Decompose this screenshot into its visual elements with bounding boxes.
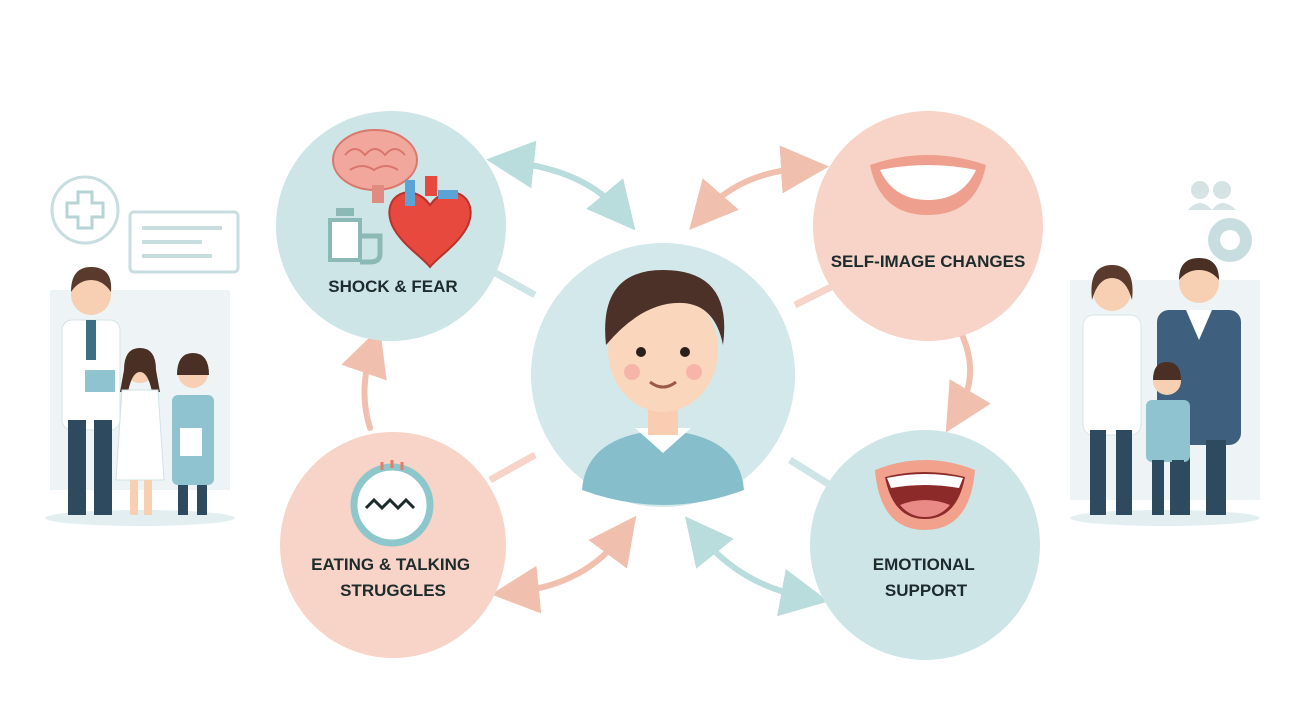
open-mouth-icon [875, 460, 975, 530]
child-figure [115, 348, 165, 515]
node-label: EATING & TALKING STRUGGLES [311, 555, 475, 600]
arrow-eating-center [491, 515, 637, 614]
node-shock-fear: SHOCK & FEAR [276, 111, 506, 341]
label-line-1: EATING & TALKING [311, 555, 470, 574]
brain-icon [332, 129, 418, 203]
arrow-selfimage-emotional [945, 332, 991, 433]
arrow-eating-shock [341, 327, 387, 431]
node-label: SHOCK & FEAR [328, 277, 457, 296]
arrow-center-selfimage [689, 145, 829, 231]
node-emotional-support: EMOTIONAL SUPPORT [810, 430, 1040, 660]
child-figure [1146, 362, 1190, 515]
monitor-icon [328, 208, 383, 265]
child-figure [172, 353, 214, 515]
node-eating-talking-struggles: EATING & TALKING STRUGGLES [280, 432, 506, 658]
node-label: SELF-IMAGE CHANGES [831, 252, 1026, 271]
heart-icon [388, 176, 472, 269]
connector-lines [488, 266, 837, 488]
female-doctor-figure [1082, 265, 1142, 515]
mouth-brace-icon [350, 460, 434, 547]
medical-cross-bubble-icon [50, 175, 120, 245]
left-doctor-family-illustration [45, 175, 240, 526]
right-family-illustration [1070, 181, 1260, 526]
chat-bubble-icon [128, 210, 240, 274]
people-group-icon [1188, 181, 1252, 262]
node-label: EMOTIONAL SUPPORT [873, 555, 979, 600]
doctor-figure [61, 267, 121, 515]
patient-avatar [582, 270, 744, 505]
node-patient [531, 243, 795, 507]
arrow-shock-center [486, 140, 636, 231]
label-line-1: EMOTIONAL [873, 555, 975, 574]
label-line-2: STRUGGLES [340, 581, 446, 600]
smile-mouth-icon [870, 155, 986, 215]
label-line-2: SUPPORT [885, 581, 968, 600]
arrow-center-emotional [685, 516, 829, 617]
node-self-image-changes: SELF-IMAGE CHANGES [813, 111, 1043, 341]
cycle-arrows [341, 140, 991, 617]
